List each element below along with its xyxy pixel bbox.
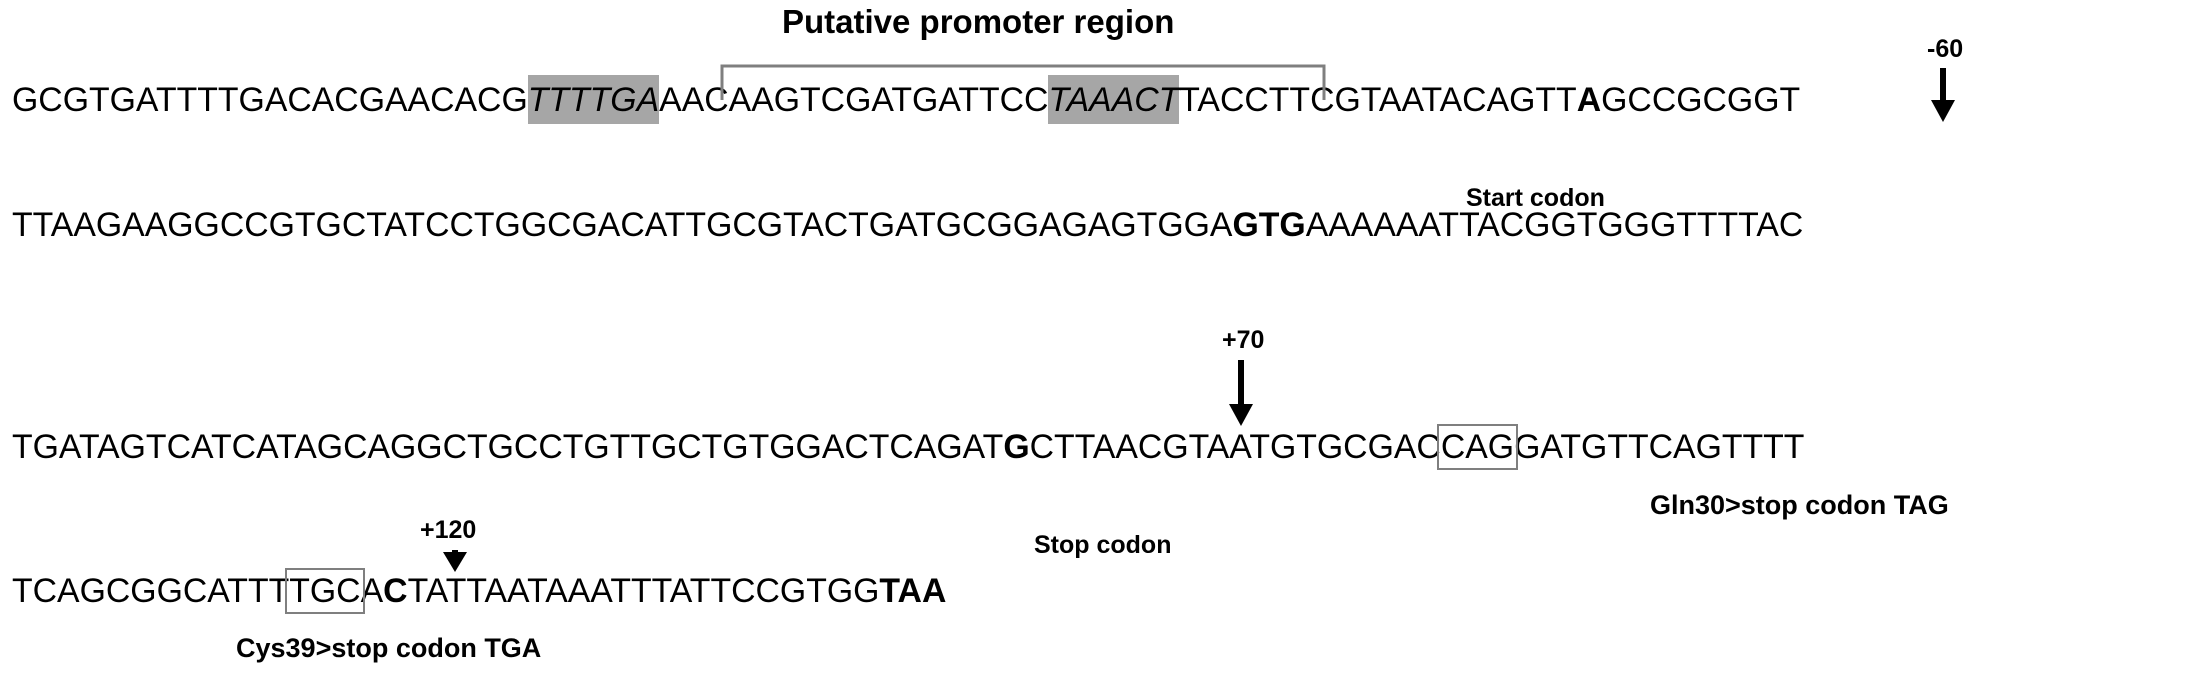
marked-base: G — [1003, 428, 1030, 466]
position-label-minus-60: -60 — [1927, 35, 1964, 63]
arrow-plus-120 — [443, 550, 467, 572]
marked-base: GTG — [1232, 206, 1306, 244]
sequence-line-1: GCGTGATTTTGACACGAACACGTTTTGAAACAAGTCGATG… — [12, 75, 1801, 124]
sequence-segment: A — [360, 572, 384, 610]
sequence-segment: AACAAGTCGATGATTCC — [659, 81, 1049, 119]
sequence-line-4: TCAGCGGCATTTTGCACTATTAATAAATTTATTCCGTGGT… — [12, 568, 947, 614]
stop-codon-label: Stop codon — [1034, 531, 1172, 559]
marked-base: A — [1576, 81, 1602, 119]
sequence-segment: GCGTGATTTTGACACGAACACG — [12, 81, 528, 119]
sequence-segment: GCCGCGGT — [1601, 81, 1801, 119]
sequence-segment: GATGTTCAGTTTT — [1514, 428, 1805, 466]
cys-mutation-label: Cys39>stop codon TGA — [236, 633, 542, 663]
sequence-segment: TATTAATAAATTTATTCCGTGG — [407, 572, 880, 610]
promoter-box-highlight: TTTTGA — [527, 75, 660, 124]
arrow-plus-70 — [1229, 360, 1253, 426]
sequence-segment: AAAAAATTACGGTGGGTTTTAC — [1305, 206, 1804, 244]
gln-mutation-label: Gln30>stop codon TAG — [1650, 490, 1949, 520]
sequence-line-2: TTAAGAAGGCCGTGCTATCCTGGCGACATTGCGTACTGAT… — [12, 206, 1804, 244]
sequence-segment: CTTAACGTAATGTGCGAC — [1029, 428, 1441, 466]
start-codon-label: Start codon — [1466, 184, 1605, 212]
sequence-segment: TACCTTCGTAATACAGTT — [1179, 81, 1577, 119]
sequence-segment: TGATAGTCATCATAGCAGGCTGCCTGTTGCTGTGGACTCA… — [12, 428, 1004, 466]
marked-base: C — [383, 572, 408, 610]
sequence-segment: TTAAGAAGGCCGTGCTATCCTGGCGACATTGCGTACTGAT… — [12, 206, 1233, 244]
promoter-title: Putative promoter region — [782, 3, 1175, 40]
promoter-bracket — [720, 64, 1326, 100]
position-label-plus-120: +120 — [420, 516, 477, 544]
marked-base: TAA — [879, 572, 947, 610]
sequence-segment: TCAGCGGCATTT — [12, 572, 290, 610]
sequence-line-3: TGATAGTCATCATAGCAGGCTGCCTGTTGCTGTGGACTCA… — [12, 424, 1805, 470]
mutated-codon-box: CAG — [1436, 424, 1519, 470]
arrow-minus-60 — [1931, 68, 1955, 122]
mutated-codon-box: TGC — [285, 568, 365, 614]
position-label-plus-70: +70 — [1222, 326, 1265, 354]
promoter-box-highlight: TAAACT — [1048, 75, 1180, 124]
